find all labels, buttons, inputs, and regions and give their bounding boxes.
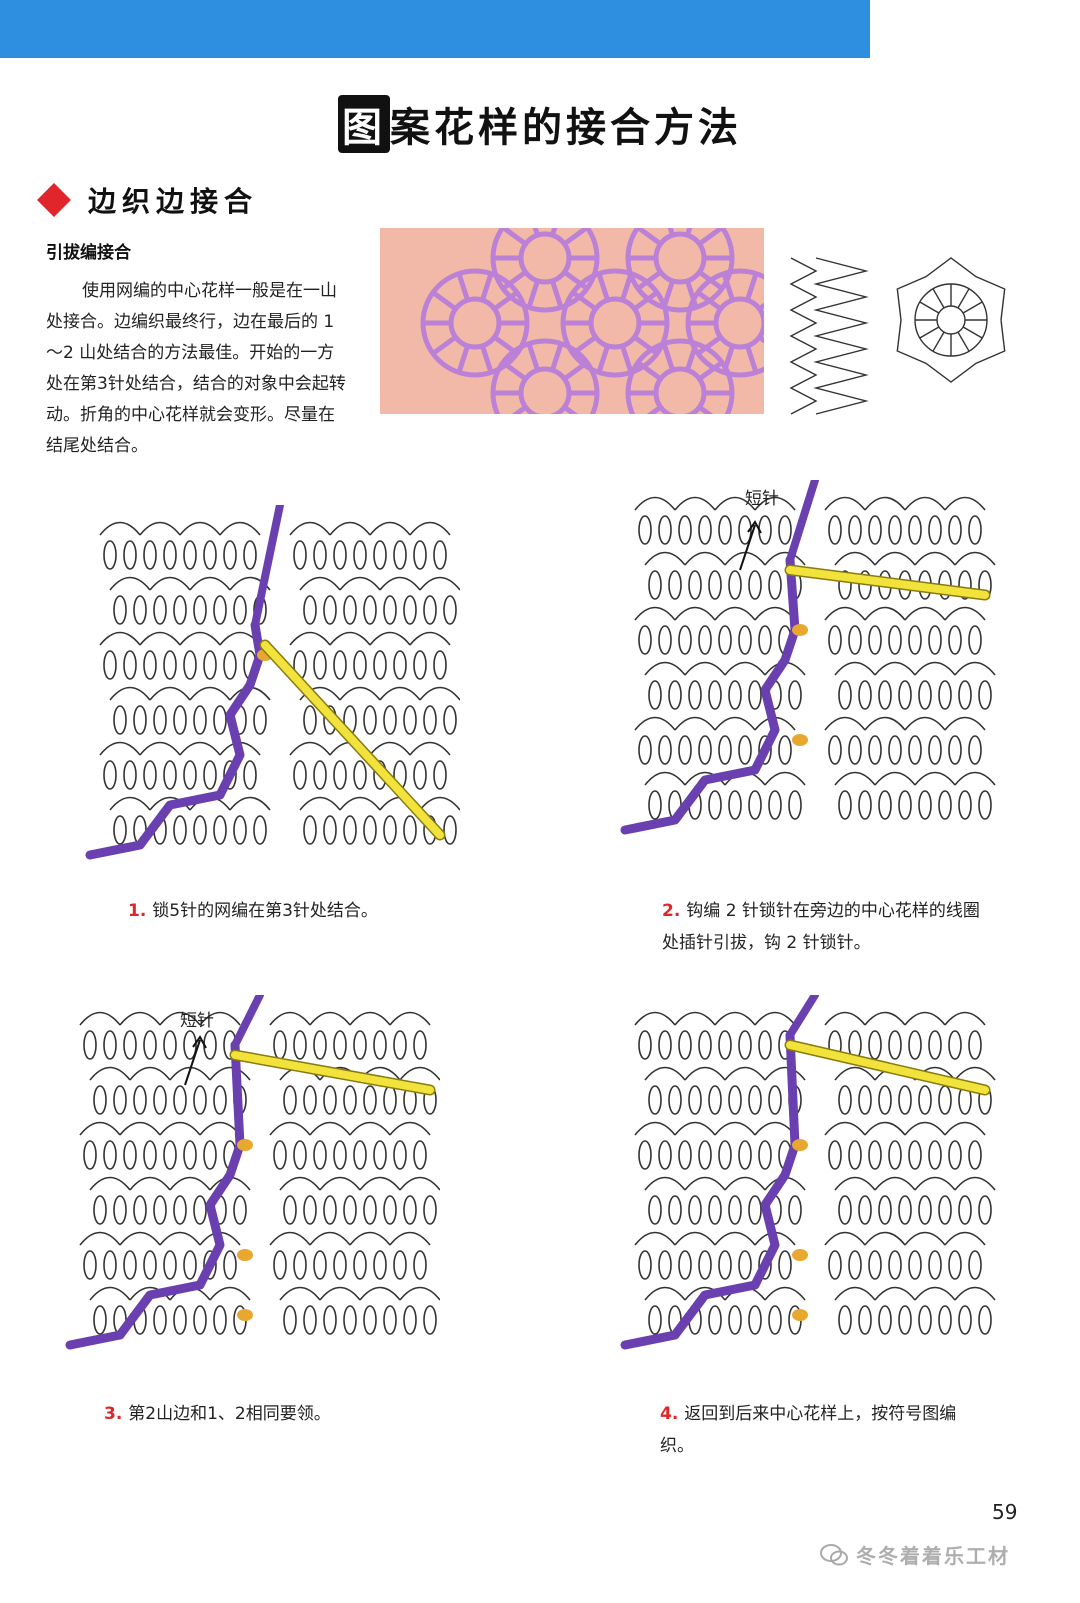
motif-symbol-chart xyxy=(789,257,1006,415)
step-2-number: 2. xyxy=(662,901,681,921)
title-rest: 案花样的接合方法 xyxy=(390,105,742,151)
step-2-figure xyxy=(620,480,996,835)
watermark: 冬冬着着乐工材 xyxy=(820,1540,1010,1569)
step-4-number: 4. xyxy=(660,1404,679,1424)
intro-paragraph: 使用网编的中心花样一般是在一山处接合。边编织最终行，边在最后的 1～2 山处结合… xyxy=(46,281,346,456)
step-3-number: 3. xyxy=(104,1404,123,1424)
step-1-text: 锁5针的网编在第3针处结合。 xyxy=(152,901,378,921)
page-title: 图案花样的接合方法 xyxy=(0,95,1080,153)
step-4-text: 返回到后来中心花样上，按符号图编织。 xyxy=(660,1404,957,1456)
scallop-edge xyxy=(0,50,870,57)
subsection-title: 引拔编接合 xyxy=(46,243,131,263)
title-first-char: 图 xyxy=(338,95,390,153)
header-band xyxy=(0,0,870,58)
section-title: 边织边接合 xyxy=(88,185,259,218)
step-1-number: 1. xyxy=(128,901,147,921)
joined-motifs-photo xyxy=(380,228,764,414)
step-2-caption: 2.钩编 2 针锁针在旁边的中心花样的线圈处插针引拔，钩 2 针锁针。 xyxy=(662,895,982,959)
step-4-figure xyxy=(620,995,996,1350)
step-3-text: 第2山边和1、2相同要领。 xyxy=(128,1404,331,1424)
step-1-caption: 1.锁5针的网编在第3针处结合。 xyxy=(128,895,458,927)
page-number: 59 xyxy=(992,1500,1018,1524)
step-3-figure xyxy=(65,995,440,1350)
step-1-figure xyxy=(85,505,460,860)
step-3-caption: 3.第2山边和1、2相同要领。 xyxy=(104,1398,444,1430)
red-diamond-icon xyxy=(37,183,71,217)
step-2-arrow-label: 短针 xyxy=(745,489,779,509)
watermark-text: 冬冬着着乐工材 xyxy=(856,1544,1010,1568)
wechat-icon xyxy=(820,1543,848,1565)
step-4-caption: 4.返回到后来中心花样上，按符号图编织。 xyxy=(660,1398,960,1462)
step-3-arrow-label: 短针 xyxy=(180,1011,214,1031)
section-heading: 边织边接合 xyxy=(37,180,259,220)
step-2-text: 钩编 2 针锁针在旁边的中心花样的线圈处插针引拔，钩 2 针锁针。 xyxy=(662,901,980,953)
